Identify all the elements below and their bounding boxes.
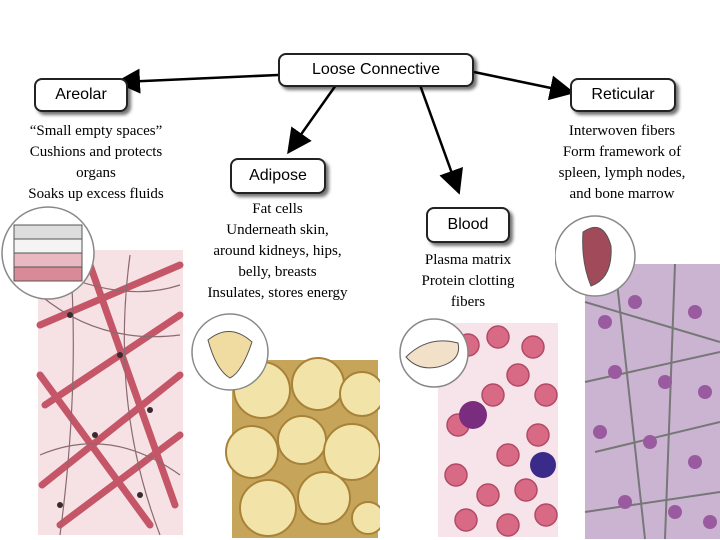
reticular-line-4: and bone marrow [569,186,675,202]
reticular-line-2: Form framework of [562,144,682,160]
reticular-description: Interwoven fibers Form framework of sple… [532,121,712,205]
areolar-line-4: Soaks up excess fluids [28,186,164,202]
reticular-line-1: Interwoven fibers [568,123,676,139]
reticular-title: Reticular [591,86,655,103]
adipose-line-3: around kidneys, hips, [213,243,342,259]
reticular-line-3: spleen, lymph nodes, [558,165,686,181]
blood-smear-illustration [399,318,558,537]
arrow-to-adipose [287,84,338,155]
reticular-tissue-illustration [555,215,720,540]
blood-box: Blood [426,207,510,243]
areolar-title: Areolar [55,86,107,103]
blood-line-2: Protein clotting [421,273,515,289]
adipose-line-4: belly, breasts [238,264,317,280]
areolar-box: Areolar [34,78,128,112]
arrow-to-blood [418,84,463,195]
blood-title: Blood [447,216,489,233]
loose-connective-box: Loose Connective [278,53,474,87]
adipose-line-5: Insulates, stores energy [207,285,348,301]
adipose-tissue-illustration [191,313,380,538]
arrow-to-areolar [115,68,279,94]
blood-line-3: fibers [450,294,486,310]
adipose-title: Adipose [249,167,307,184]
reticular-box: Reticular [570,78,676,112]
blood-description: Plasma matrix Protein clotting fibers [396,250,540,313]
adipose-description: Fat cells Underneath skin, around kidney… [185,199,370,304]
arrow-to-reticular [473,70,575,101]
areolar-line-2: Cushions and protects [29,144,163,160]
areolar-description: “Small empty spaces” Cushions and protec… [6,121,186,205]
adipose-line-1: Fat cells [252,201,303,217]
loose-connective-title: Loose Connective [311,61,441,78]
adipose-box: Adipose [230,158,326,194]
areolar-line-3: organs [76,165,116,181]
areolar-line-1: “Small empty spaces” [29,123,163,139]
adipose-line-2: Underneath skin, [226,222,329,238]
areolar-tissue-illustration [1,206,184,536]
blood-line-1: Plasma matrix [424,252,512,268]
